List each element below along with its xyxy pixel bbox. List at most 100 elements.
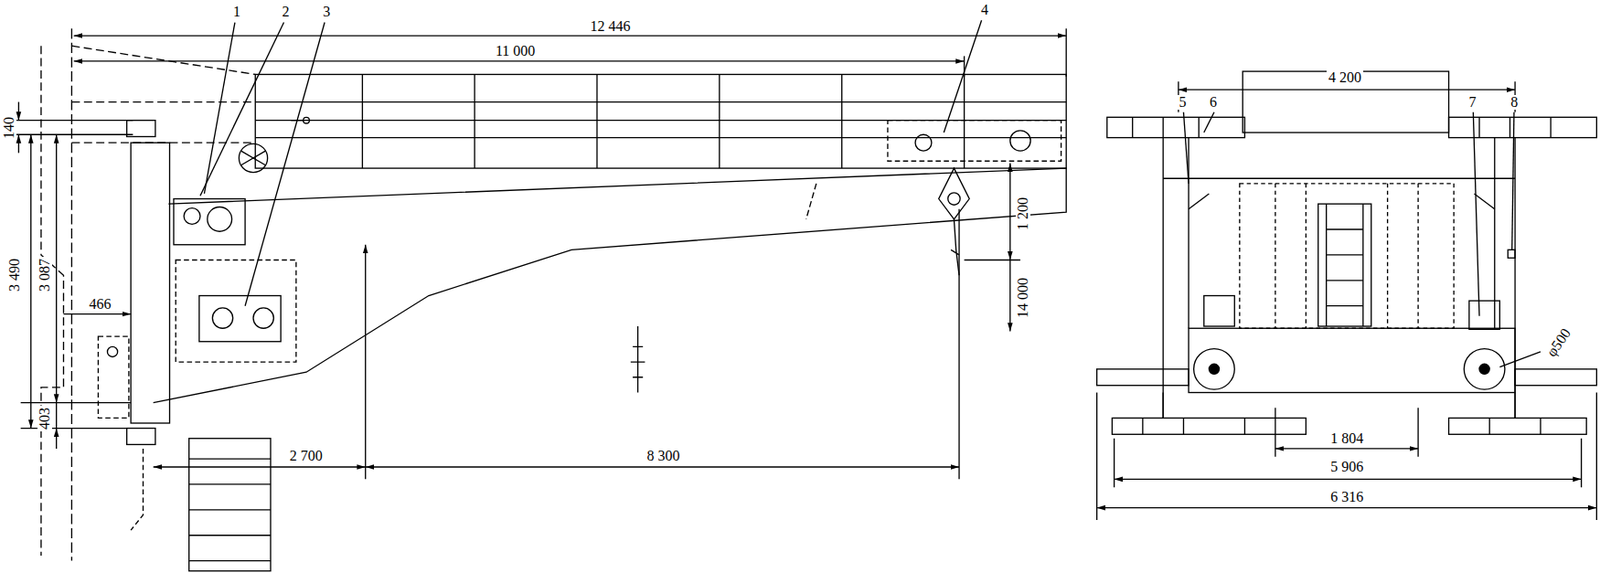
end-view-part <box>1549 117 1551 138</box>
side-view-part <box>887 120 1062 162</box>
end-view-part <box>1208 363 1219 374</box>
side-view-part <box>212 308 233 329</box>
dimension-lines-part <box>1275 448 1419 449</box>
dimension-lines-part <box>63 313 131 315</box>
dimension: 14 000 <box>1015 276 1031 320</box>
callout-number: 2 <box>280 4 292 20</box>
side-view-part <box>255 119 1067 121</box>
callout-number: 4 <box>979 2 991 18</box>
dimension: 1 200 <box>1015 195 1031 233</box>
end-view-part <box>1473 193 1494 210</box>
end-view-part <box>1141 417 1143 435</box>
leader-lines-part <box>1183 112 1189 184</box>
side-view-part <box>915 134 932 151</box>
dimension-lines-part <box>55 403 57 429</box>
dimension-lines-part <box>1096 393 1098 521</box>
dimension-lines-part <box>1274 407 1276 458</box>
side-view-part <box>596 74 598 169</box>
end-view-part <box>1244 417 1246 435</box>
end-view-part <box>1097 369 1189 386</box>
end-view-part <box>1162 178 1515 180</box>
end-view-part <box>1478 117 1480 138</box>
side-view-part <box>199 296 281 342</box>
end-view-part <box>1489 417 1491 435</box>
end-view-part <box>1162 117 1164 138</box>
side-view-part <box>71 28 73 561</box>
dimension-lines-part <box>153 466 366 468</box>
end-view-part <box>1479 363 1490 374</box>
end-view-part <box>1463 349 1505 391</box>
dimension-lines-part <box>365 466 960 468</box>
leader-lines-part <box>1472 112 1480 317</box>
dimension: 12 446 <box>587 19 632 34</box>
end-view-part <box>1107 117 1246 138</box>
callout-number: 1 <box>231 4 243 20</box>
leader-lines <box>200 20 1541 367</box>
dimension-lines-part <box>1114 479 1582 480</box>
dimension: 3 087 <box>37 256 53 294</box>
side-view-part <box>189 458 271 459</box>
side-view-part <box>473 74 475 169</box>
side-view-part <box>127 428 156 446</box>
leader-lines-part <box>245 22 325 307</box>
side-view-part <box>207 206 233 232</box>
dimension-lines-part <box>21 402 131 404</box>
side-view-part <box>253 308 274 329</box>
dimension: 466 <box>86 297 113 312</box>
dimension-lines <box>5 28 1597 521</box>
side-view-part <box>950 219 960 276</box>
dimension-lines-part <box>55 428 57 449</box>
end-view-part <box>1509 117 1511 138</box>
side-view-part <box>630 326 646 394</box>
side-view-part <box>841 74 843 169</box>
end-view-part <box>1326 305 1364 307</box>
dimension: 4 200 <box>1326 70 1364 86</box>
side-view-part <box>183 208 201 225</box>
end-view-part <box>1326 279 1364 281</box>
end-view-part <box>1162 393 1164 419</box>
side-view-part <box>255 101 1067 103</box>
dimension-lines-part <box>30 134 32 428</box>
side-view-part <box>175 259 297 363</box>
end-view-part <box>1386 183 1388 329</box>
leader-lines-part <box>1512 112 1515 251</box>
dimension-lines-part <box>958 209 960 480</box>
end-view <box>1097 71 1598 435</box>
side-view-part <box>189 560 271 562</box>
dimension-lines-part <box>1113 438 1115 489</box>
end-view-part <box>1539 417 1541 435</box>
end-view-part <box>1188 193 1209 210</box>
dimension: 11 000 <box>493 43 537 59</box>
dimension: 1 804 <box>1328 431 1366 447</box>
dimension-lines-part <box>1009 259 1011 331</box>
dimension-lines-part <box>5 134 133 136</box>
dimension-lines-part <box>364 245 366 480</box>
dimension: 140 <box>1 115 17 141</box>
end-view-part <box>1507 249 1515 258</box>
dimension-lines-part <box>964 259 1021 261</box>
dimension-lines-part <box>1178 89 1515 91</box>
dimension: 403 <box>37 405 53 432</box>
callout-number: 3 <box>320 4 332 20</box>
side-view-part <box>189 534 271 536</box>
dimension-lines-part <box>1596 393 1598 521</box>
end-view-part <box>1111 417 1306 435</box>
end-view-part <box>1162 138 1164 419</box>
end-view-part <box>1198 117 1200 138</box>
side-view-part <box>303 117 310 124</box>
side-view <box>41 28 1067 572</box>
dimension: 5 906 <box>1328 459 1366 475</box>
side-view-part <box>189 483 271 485</box>
dimension: 6 316 <box>1328 490 1366 505</box>
side-view-part <box>255 137 1067 139</box>
end-view-part <box>1239 183 1454 329</box>
end-view-part <box>1204 296 1235 327</box>
side-view-part <box>130 448 143 531</box>
callout-number: 8 <box>1508 95 1520 110</box>
end-view-part <box>1188 328 1515 393</box>
end-view-part <box>1318 203 1372 327</box>
dimension-lines-part <box>1417 407 1419 458</box>
end-view-part <box>1449 117 1598 138</box>
end-view-part <box>1183 417 1184 435</box>
